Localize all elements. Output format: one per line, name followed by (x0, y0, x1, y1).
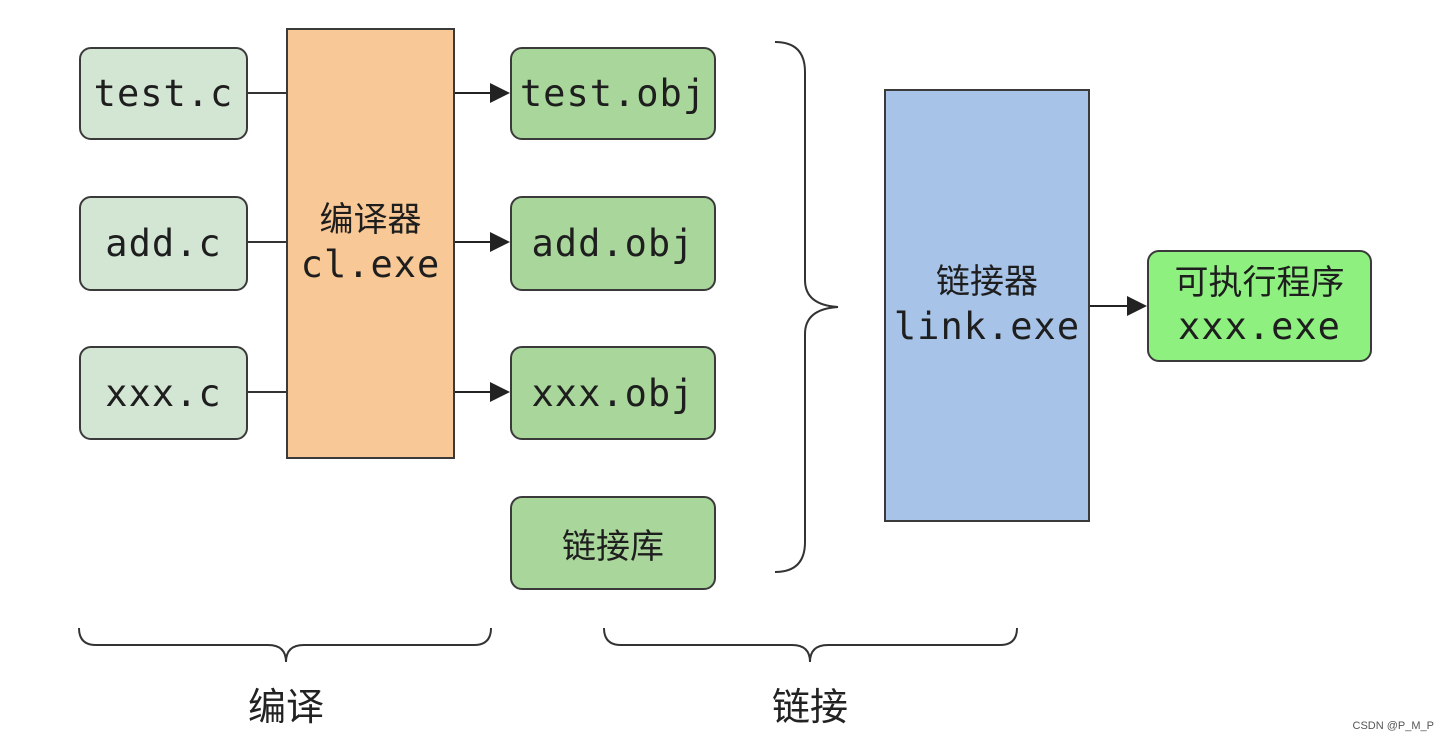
link-stage-label: 链接 (771, 685, 848, 729)
executable-exe: xxx.exe (1178, 305, 1341, 349)
source-file-xxx: xxx.c (79, 346, 248, 440)
object-file-xxx: xxx.obj (510, 346, 716, 440)
compile-stage-label: 编译 (247, 685, 324, 729)
object-file-label: test.obj (519, 72, 707, 115)
linker-block: 链接器 link.exe (884, 89, 1090, 522)
executable-output: 可执行程序 xxx.exe (1147, 250, 1372, 362)
source-file-test: test.c (79, 47, 248, 140)
source-file-add: add.c (79, 196, 248, 291)
link-library-label: 链接库 (562, 526, 664, 567)
object-file-label: xxx.obj (531, 371, 695, 415)
object-file-test: test.obj (510, 47, 716, 140)
compiler-name: 编译器 (319, 200, 422, 241)
linker-name: 链接器 (936, 262, 1038, 303)
source-file-label: add.c (105, 222, 222, 265)
objects-brace (774, 41, 839, 573)
compile-stage-brace (78, 627, 492, 663)
executable-name: 可执行程序 (1174, 262, 1345, 303)
linker-exe: link.exe (893, 304, 1081, 348)
object-file-add: add.obj (510, 196, 716, 291)
compiler-exe: cl.exe (300, 242, 441, 286)
source-file-label: xxx.c (105, 371, 222, 415)
watermark-text: CSDN @P_M_P (1352, 720, 1434, 732)
compiler-block: 编译器 cl.exe (286, 28, 455, 459)
link-library: 链接库 (510, 496, 716, 590)
source-file-label: test.c (93, 72, 234, 115)
link-stage-brace (603, 627, 1018, 663)
object-file-label: add.obj (531, 222, 695, 265)
